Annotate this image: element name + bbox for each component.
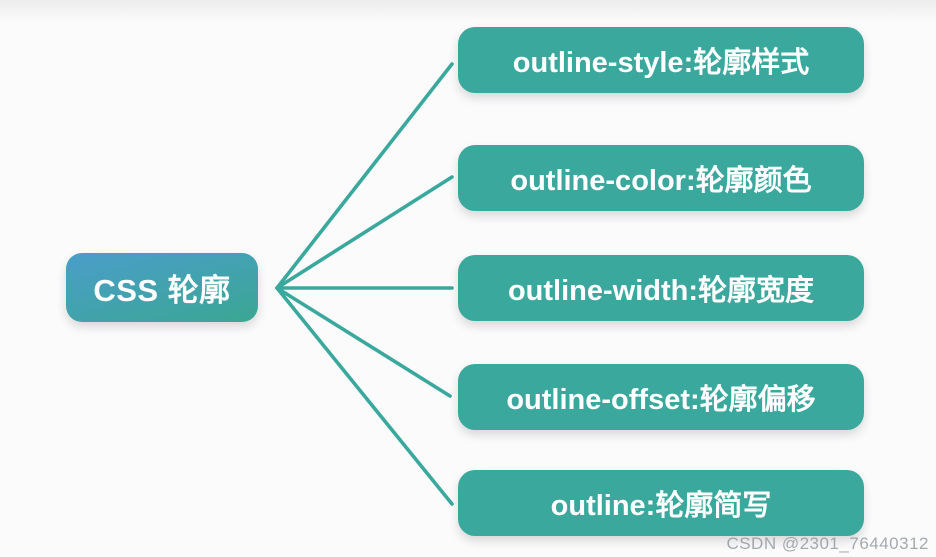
connector-line-outline-offset: [275, 286, 452, 398]
connector-line-outline: [275, 286, 454, 506]
node-outline-style[interactable]: outline-style:轮廓样式: [458, 27, 864, 93]
connector-line-outline-color: [275, 175, 454, 290]
node-outline-width[interactable]: outline-width:轮廓宽度: [458, 255, 864, 321]
csdn-watermark: CSDN @2301_76440312: [726, 534, 929, 553]
connector-line-outline-style: [275, 62, 454, 290]
node-label: outline-width:轮廓宽度: [507, 275, 815, 307]
node-label: outline-offset:轮廓偏移: [506, 384, 816, 416]
node-outline-offset[interactable]: outline-offset:轮廓偏移: [458, 364, 864, 430]
root-node-css-outline[interactable]: CSS 轮廓: [66, 253, 258, 322]
node-label: outline-color:轮廓颜色: [510, 165, 812, 197]
node-outline-color[interactable]: outline-color:轮廓颜色: [458, 145, 864, 211]
node-outline-shorthand[interactable]: outline:轮廓简写: [458, 470, 864, 536]
node-label: outline:轮廓简写: [550, 490, 772, 522]
root-node-label: CSS 轮廓: [93, 273, 231, 308]
node-label: outline-style:轮廓样式: [512, 47, 810, 79]
